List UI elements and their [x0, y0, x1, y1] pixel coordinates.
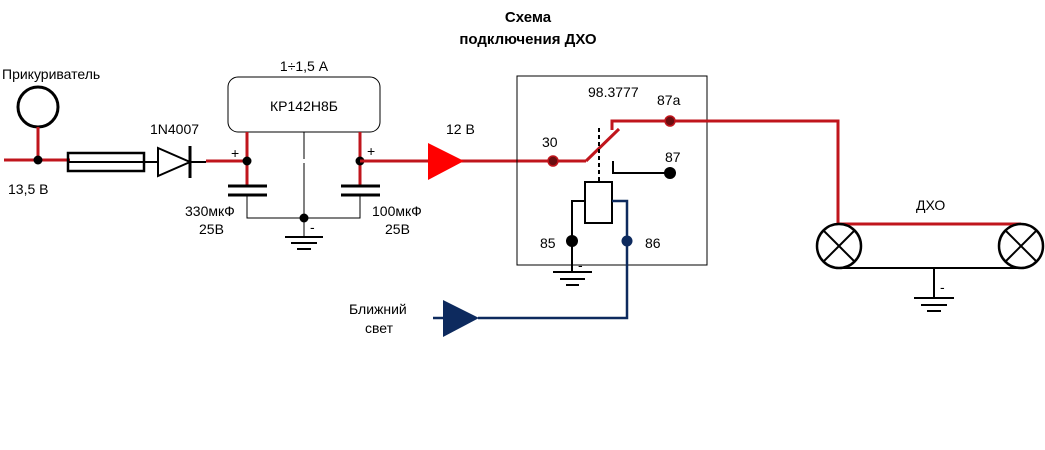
pin-86-label: 86 — [645, 235, 661, 251]
diode-label: 1N4007 — [150, 121, 199, 137]
low-beam-label-1: Ближний — [349, 301, 407, 317]
low-beam-arrow-icon — [443, 300, 479, 337]
ground-icon — [914, 297, 954, 312]
capacitor-100uf-icon — [341, 184, 380, 197]
plus-sign: + — [231, 145, 239, 161]
drl-label: ДХО — [916, 197, 945, 213]
title-line1: Схема — [505, 9, 552, 26]
lighter-label: Прикуриватель — [2, 66, 100, 82]
cap2-voltage: 25В — [385, 221, 410, 237]
capacitor-330uf-icon — [228, 184, 267, 197]
lamp-left-icon — [815, 222, 863, 270]
pin-30-label: 30 — [542, 134, 558, 150]
drl-power-wire — [610, 119, 840, 224]
lamp-right-icon — [997, 222, 1045, 270]
output-arrow-icon — [428, 143, 464, 180]
relay-coil-icon — [584, 181, 613, 224]
relay-box — [516, 75, 708, 266]
minus-sign: - — [310, 219, 315, 235]
pin-85 — [566, 235, 578, 247]
minus-sign: - — [578, 257, 583, 273]
plus-sign: + — [367, 143, 375, 159]
cap1-voltage: 25В — [199, 221, 224, 237]
pin-87 — [664, 167, 676, 179]
title-line2: подключения ДХО — [459, 31, 597, 48]
low-beam-label-2: свет — [365, 320, 394, 336]
diode-icon — [157, 146, 206, 178]
pin-87a — [664, 115, 676, 127]
cap2-value: 100мкФ — [372, 203, 422, 219]
pin-86 — [621, 235, 633, 247]
pin-85-label: 85 — [540, 235, 556, 251]
junction-dot — [33, 155, 43, 165]
cigarette-lighter: Прикуриватель 13,5 В — [2, 66, 100, 197]
relay-switch-contact — [584, 127, 621, 163]
low-beam-wire — [478, 199, 629, 320]
pin-87a-label: 87а — [657, 92, 681, 108]
input-voltage-label: 13,5 В — [8, 181, 48, 197]
relay-label: 98.3777 — [588, 84, 639, 100]
output-voltage-label: 12 В — [446, 121, 475, 137]
pin-30 — [547, 155, 559, 167]
regulator-current-label: 1÷1,5 А — [280, 58, 329, 74]
lighter-socket-icon — [16, 85, 60, 129]
ground-icon — [553, 271, 592, 286]
ground-icon — [285, 236, 323, 250]
cap1-value: 330мкФ — [185, 203, 235, 219]
regulator-label: КР142Н8Б — [270, 98, 338, 114]
pin-87-label: 87 — [665, 149, 681, 165]
minus-sign: - — [940, 279, 945, 295]
